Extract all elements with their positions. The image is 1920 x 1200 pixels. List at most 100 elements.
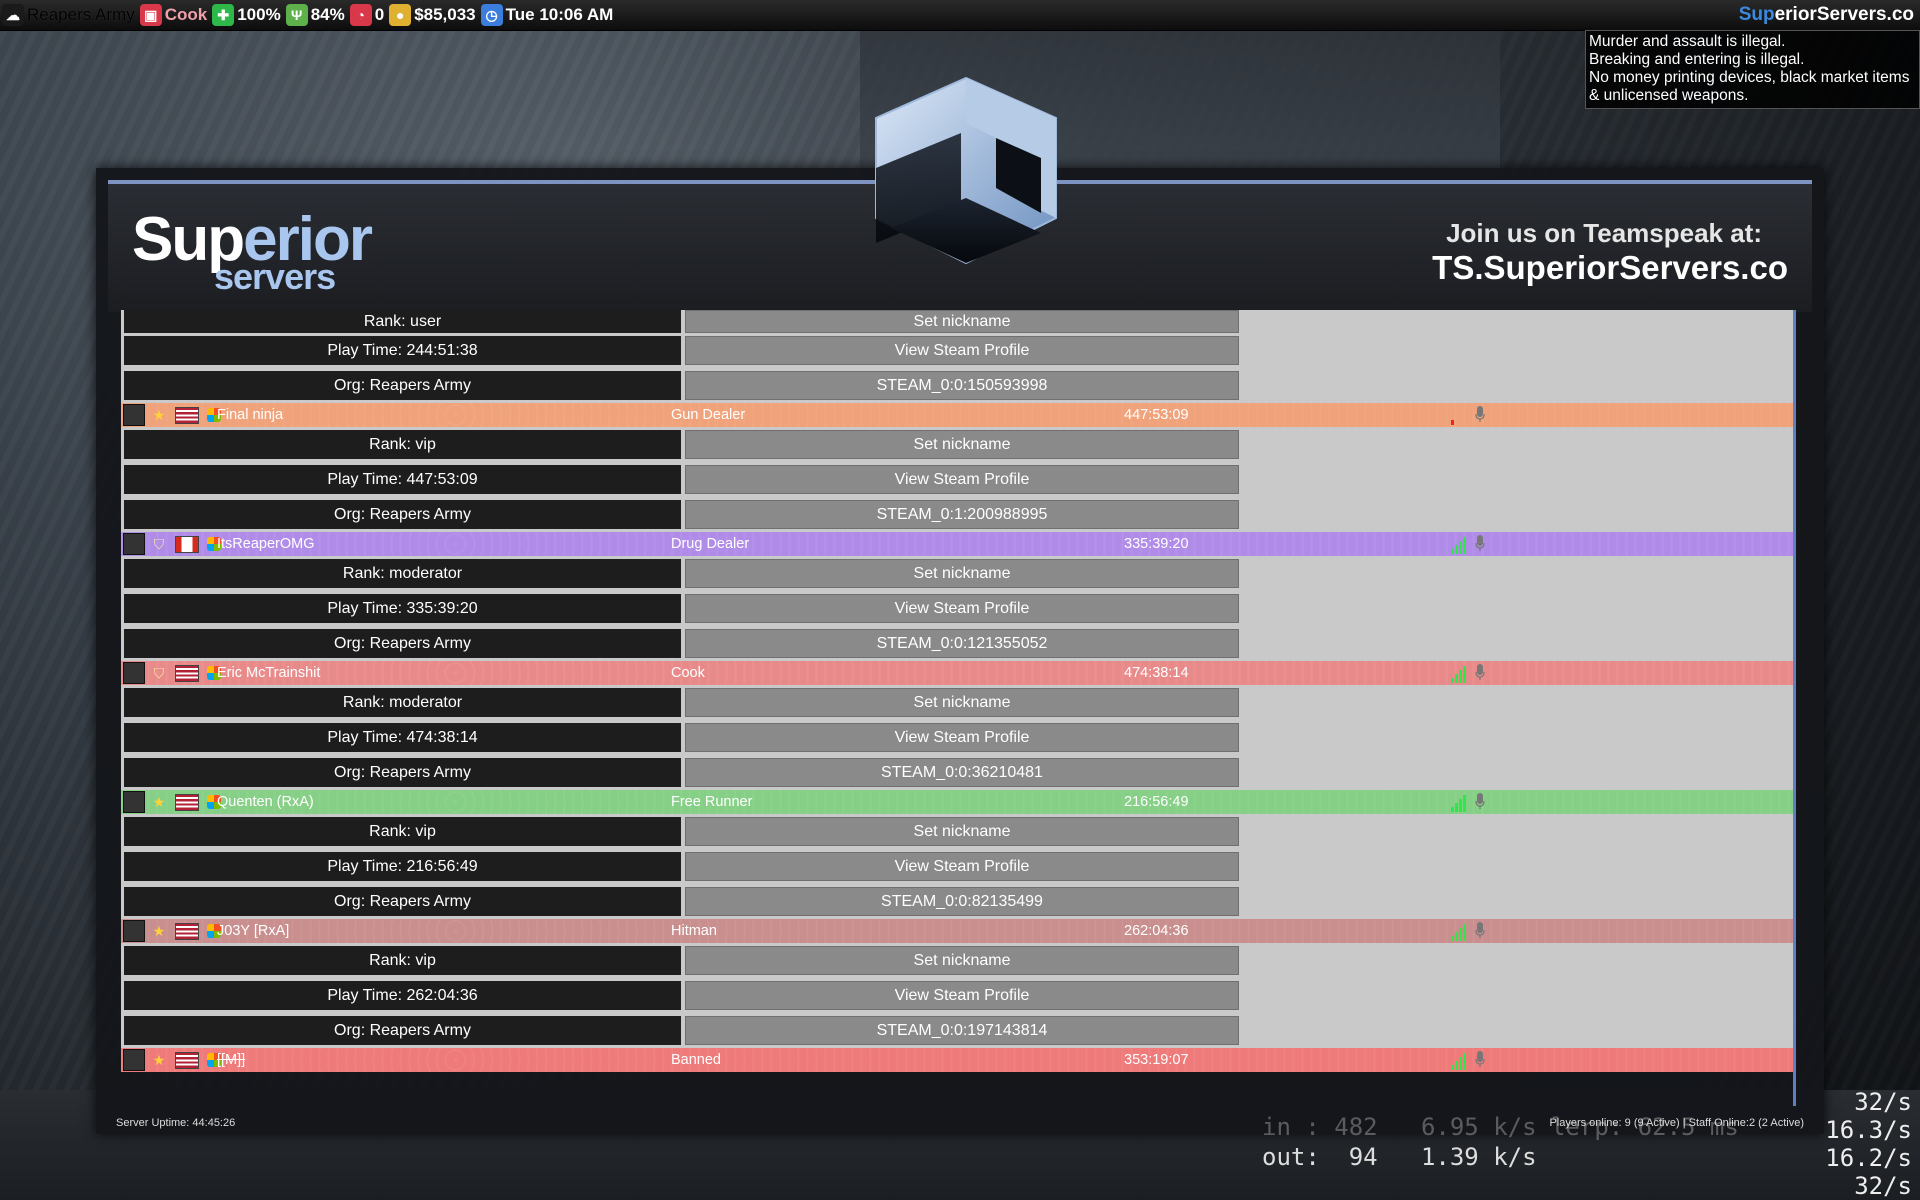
view-steam-profile-button[interactable]: View Steam Profile: [685, 852, 1239, 881]
microphone-icon[interactable]: [1475, 535, 1485, 552]
country-flag-icon: [175, 793, 199, 811]
player-job: Banned: [671, 1052, 721, 1068]
law-line: Breaking and entering is illegal.: [1589, 51, 1805, 68]
ping-bar: [1455, 803, 1458, 812]
player-avatar[interactable]: [123, 404, 145, 426]
logo-word-servers: servers: [214, 256, 336, 297]
country-flag-icon: [175, 922, 199, 940]
player-entry: Rank: user Set nickname Play Time: 244:5…: [121, 310, 1793, 403]
player-playtime: 216:56:49: [1124, 794, 1189, 810]
net-out-line: out: 94 1.39 k/s: [1262, 1143, 1537, 1171]
net-rate: 16.2/s: [1825, 1144, 1912, 1172]
playtime-label: Play Time: 216:56:49: [124, 852, 681, 881]
player-row[interactable]: ★ Final ninja Gun Dealer 447:53:09: [121, 403, 1793, 427]
players-online: Players online: 9 (9 Active) | Staff Onl…: [1549, 1117, 1804, 1129]
hud-job: ▣ Cook: [138, 0, 211, 30]
microphone-icon[interactable]: [1475, 1051, 1485, 1068]
briefcase-icon: ▣: [139, 4, 162, 26]
detail-row: Rank: vip Set nickname: [121, 814, 1793, 849]
set-nickname-button[interactable]: Set nickname: [685, 310, 1239, 333]
player-job: Drug Dealer: [671, 536, 750, 552]
player-name: Final ninja: [217, 407, 284, 423]
player-row[interactable]: ★ J03Y [RxA] Hitman 262:04:36: [121, 919, 1793, 943]
player-avatar[interactable]: [123, 1049, 145, 1071]
player-list-scrollbar[interactable]: [1793, 310, 1796, 1106]
rank-star-icon: ★: [152, 922, 166, 939]
microphone-icon[interactable]: [1475, 793, 1485, 810]
player-job: Hitman: [671, 923, 717, 939]
view-steam-profile-button[interactable]: View Steam Profile: [685, 336, 1239, 365]
ping-bar: [1455, 932, 1458, 941]
rank-label: Rank: moderator: [124, 559, 681, 588]
playtime-label: Play Time: 447:53:09: [124, 465, 681, 494]
rank-label: Rank: vip: [124, 817, 681, 846]
player-row[interactable]: ⛉ Eric McTrainshit Cook 474:38:14: [121, 661, 1793, 685]
org-label: Org: Reapers Army: [124, 371, 681, 400]
ping-bar: [1451, 549, 1454, 554]
country-flag-icon: [175, 664, 199, 682]
net-rate: 32/s: [1854, 1088, 1912, 1116]
detail-row: Play Time: 335:39:20 View Steam Profile: [121, 591, 1793, 626]
logo-word-sup: Sup: [132, 205, 245, 274]
player-avatar[interactable]: [123, 920, 145, 942]
steam-id-button[interactable]: STEAM_0:0:150593998: [685, 371, 1239, 400]
teamspeak-address: TS.SuperiorServers.co: [1432, 249, 1788, 286]
detail-row: Org: Reapers Army STEAM_0:1:200988995: [121, 497, 1793, 532]
steam-id-button[interactable]: STEAM_0:0:36210481: [685, 758, 1239, 787]
ping-bar: [1451, 1065, 1454, 1070]
net-rate: 16.3/s: [1825, 1116, 1912, 1144]
player-avatar[interactable]: [123, 533, 145, 555]
rank-label: Rank: vip: [124, 430, 681, 459]
net-rate: 32/s: [1854, 1172, 1912, 1200]
detail-row: Rank: moderator Set nickname: [121, 685, 1793, 720]
logo-word-erior: erior: [243, 205, 373, 274]
server-uptime: Server Uptime: 44:45:26: [116, 1117, 236, 1129]
ping-bar: [1455, 545, 1458, 554]
set-nickname-button[interactable]: Set nickname: [685, 946, 1239, 975]
hud-hunger: Ψ 84%: [284, 0, 348, 30]
steam-id-button[interactable]: STEAM_0:1:200988995: [685, 500, 1239, 529]
health-cross-icon: ✚: [212, 4, 235, 26]
view-steam-profile-button[interactable]: View Steam Profile: [685, 594, 1239, 623]
set-nickname-button[interactable]: Set nickname: [685, 817, 1239, 846]
scoreboard-footer: Server Uptime: 44:45:26 Players online: …: [96, 1114, 1824, 1134]
view-steam-profile-button[interactable]: View Steam Profile: [685, 981, 1239, 1010]
money-icon: ●: [389, 4, 412, 26]
steam-id-button[interactable]: STEAM_0:0:121355052: [685, 629, 1239, 658]
player-job: Free Runner: [671, 794, 753, 810]
player-list[interactable]: Rank: user Set nickname Play Time: 244:5…: [121, 310, 1793, 1106]
steam-id-button[interactable]: STEAM_0:0:197143814: [685, 1016, 1239, 1045]
hud-org: ☁ Reapers Army: [0, 0, 138, 30]
microphone-icon[interactable]: [1475, 922, 1485, 939]
microphone-icon[interactable]: [1475, 664, 1485, 681]
player-name: [[M]]: [217, 1052, 246, 1068]
set-nickname-button[interactable]: Set nickname: [685, 559, 1239, 588]
hud-money: ● $85,033: [387, 0, 478, 30]
steam-id-button[interactable]: STEAM_0:0:82135499: [685, 887, 1239, 916]
org-label: Org: Reapers Army: [124, 887, 681, 916]
view-steam-profile-button[interactable]: View Steam Profile: [685, 723, 1239, 752]
ping-signal-icon: [1451, 537, 1466, 554]
hud-health: ✚ 100%: [210, 0, 283, 30]
player-avatar[interactable]: [123, 791, 145, 813]
player-playtime: 353:19:07: [1124, 1052, 1189, 1068]
view-steam-profile-button[interactable]: View Steam Profile: [685, 465, 1239, 494]
player-row[interactable]: ⛉ ItsReaperOMG Drug Dealer 335:39:20: [121, 532, 1793, 556]
clock-icon: ◷: [480, 4, 503, 26]
org-label: Org: Reapers Army: [124, 629, 681, 658]
scoreboard: Superior servers Join us on Teamspeak at…: [96, 76, 1824, 1134]
law-line: No money printing devices, black market …: [1589, 69, 1910, 104]
ping-signal-icon: [1451, 924, 1466, 941]
rank-shield-icon: ⛉: [153, 664, 165, 681]
rank-label: Rank: moderator: [124, 688, 681, 717]
player-row[interactable]: ★ Quenten (RxA) Free Runner 216:56:49: [121, 790, 1793, 814]
set-nickname-button[interactable]: Set nickname: [685, 688, 1239, 717]
player-avatar[interactable]: [123, 662, 145, 684]
laws-panel: Murder and assault is illegal. Breaking …: [1585, 30, 1920, 109]
set-nickname-button[interactable]: Set nickname: [685, 430, 1239, 459]
ping-bar: [1459, 928, 1462, 941]
superior-servers-logo: Superior servers: [132, 209, 373, 297]
player-row[interactable]: ★ [[M]] Banned 353:19:07: [121, 1048, 1793, 1072]
microphone-icon[interactable]: [1475, 406, 1485, 423]
